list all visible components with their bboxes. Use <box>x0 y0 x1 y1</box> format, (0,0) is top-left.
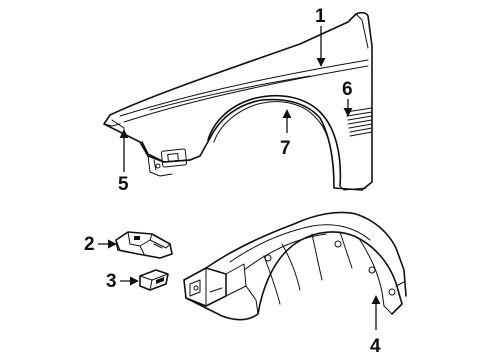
wheelhouse-liner <box>183 211 407 321</box>
svg-text:2: 2 <box>84 234 95 255</box>
svg-text:5: 5 <box>118 174 129 195</box>
svg-text:3: 3 <box>106 271 117 292</box>
callout-5: 5 <box>118 129 129 195</box>
callout-6: 6 <box>342 79 353 117</box>
callout-2: 2 <box>84 234 117 255</box>
callout-4: 4 <box>370 295 381 357</box>
callout-7: 7 <box>280 109 292 159</box>
svg-text:1: 1 <box>315 6 326 27</box>
callout-1: 1 <box>315 6 326 67</box>
bracket-part-2 <box>115 231 173 259</box>
fender-panel <box>103 11 373 191</box>
callout-3: 3 <box>106 271 139 292</box>
svg-text:4: 4 <box>370 336 381 357</box>
clip-part-3 <box>139 269 169 291</box>
svg-text:7: 7 <box>280 138 291 159</box>
svg-text:6: 6 <box>342 79 353 100</box>
